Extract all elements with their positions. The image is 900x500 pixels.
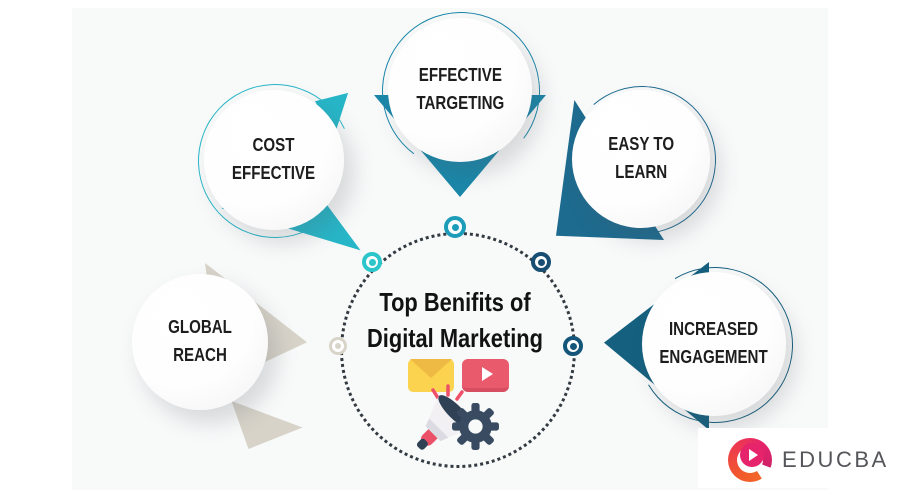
benefit-circle: COST EFFECTIVE — [204, 90, 344, 230]
benefit-circle: GLOBAL REACH — [132, 274, 268, 410]
envelope-icon — [408, 359, 454, 392]
ring-marker-upper-right — [531, 252, 551, 272]
ring-marker-left — [329, 337, 347, 355]
video-play-icon — [462, 359, 509, 392]
benefit-circle: EASY TO LEARN — [572, 90, 710, 228]
ring-marker-right — [563, 336, 583, 356]
educba-logo[interactable]: EDUCBA — [728, 438, 889, 482]
brand-name: EDUCBA — [782, 447, 889, 472]
ring-marker-top — [444, 216, 466, 238]
educba-logo-icon — [728, 438, 772, 482]
benefit-label: EASY TO LEARN — [608, 134, 674, 182]
benefit-label: GLOBAL REACH — [168, 317, 232, 365]
logo-play-icon — [740, 443, 764, 467]
benefit-label: EFFECTIVE TARGETING — [416, 65, 504, 113]
gear-icon — [452, 403, 499, 450]
diagram-title: Top Benifits of Digital Marketing — [367, 287, 543, 353]
benefit-label: INCREASED ENGAGEMENT — [659, 319, 769, 367]
ring-marker-upper-left — [362, 252, 382, 272]
benefit-label: COST EFFECTIVE — [232, 135, 316, 183]
benefit-circle: EFFECTIVE TARGETING — [388, 18, 532, 162]
benefit-circle: INCREASED ENGAGEMENT — [642, 272, 786, 416]
